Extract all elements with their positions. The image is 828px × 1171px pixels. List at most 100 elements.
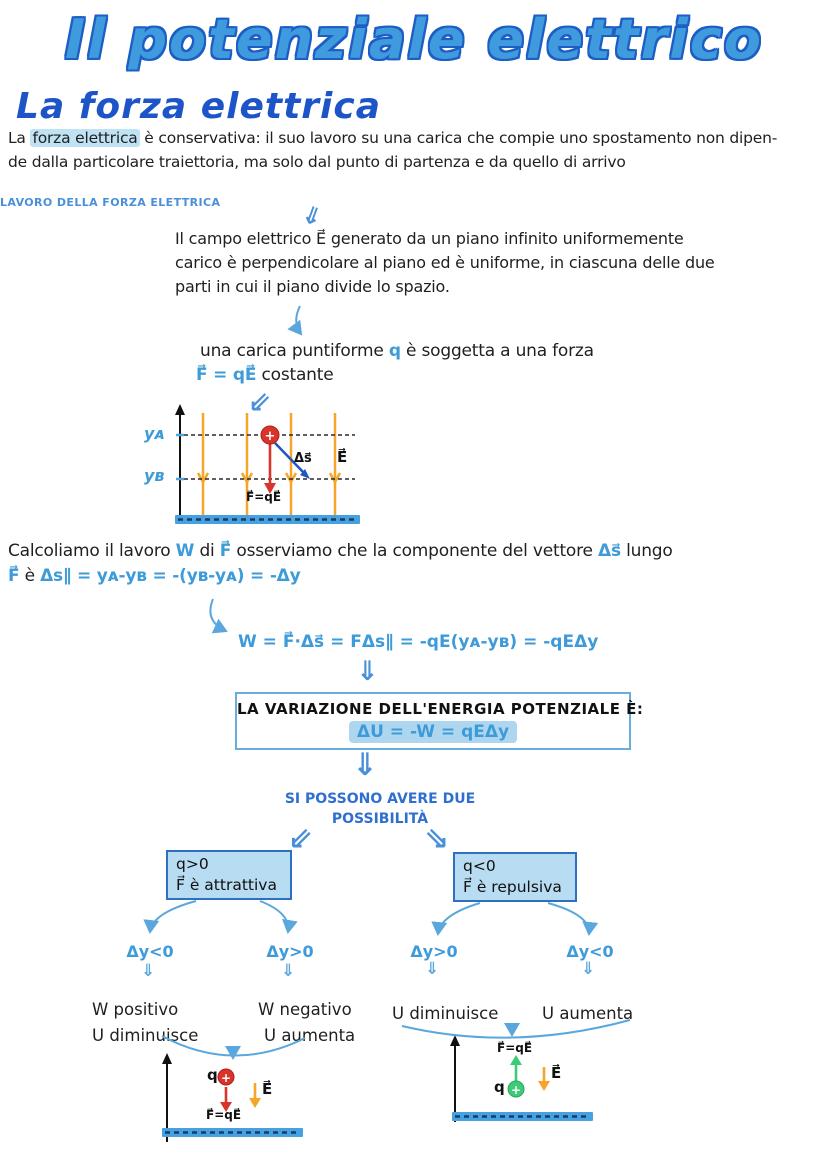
field-paragraph-line-1: Il campo elettrico E⃗ generato da un pia…	[175, 229, 684, 248]
parallel-component-formula: Δs∥ = yᴀ-yʙ = -(yʙ-yᴀ) = -Δy	[40, 566, 301, 586]
case-condition: q>0	[176, 855, 209, 873]
text-segment: Calcoliamo il lavoro	[8, 541, 176, 561]
force-formula-line: F⃗ = qE⃗ costante	[196, 365, 334, 385]
outcome-text: U aumenta	[264, 1026, 356, 1045]
displacement-arrowhead	[300, 469, 310, 479]
page-title: Il potenziale elettrico	[65, 8, 763, 71]
double-down-arrow-icon: ⇓	[352, 747, 378, 783]
force-label: F⃗=qE⃗	[206, 1108, 242, 1122]
branch-arrow-icon	[259, 900, 298, 934]
force-arrowhead	[264, 483, 276, 494]
label-field: E⃗	[337, 448, 348, 466]
possibilities-line-1: SI POSSONO AVERE DUE	[284, 791, 476, 807]
double-down-left-arrow-icon: ⇙	[288, 821, 314, 856]
plus-icon: +	[221, 1071, 231, 1085]
double-down-arrow-icon: ⇓	[356, 656, 379, 687]
field-label: E⃗	[551, 1064, 562, 1082]
field-arrowhead	[538, 1081, 550, 1091]
case-box-positive: q>0 F⃗ è attrattiva	[166, 850, 292, 900]
text-segment: una carica puntiforme	[200, 341, 389, 361]
case-description: F⃗ è repulsiva	[463, 877, 562, 896]
label-displacement: Δs⃗	[294, 451, 312, 466]
displacement-symbol: Δs⃗	[598, 541, 621, 561]
field-arrowhead	[284, 472, 298, 485]
field-diagram: +	[175, 404, 360, 524]
double-down-right-arrow-icon: ⇘	[424, 821, 450, 856]
field-arrowhead	[196, 472, 210, 485]
field-arrowhead	[249, 1098, 261, 1108]
work-symbol: W	[175, 541, 195, 561]
text-segment: è	[19, 566, 41, 586]
field-arrowhead	[328, 472, 342, 485]
case-description: F⃗ è attrattiva	[176, 875, 277, 894]
branch-label: Δy<0	[566, 942, 614, 961]
axis-arrowhead	[175, 404, 185, 415]
down-arrow-icon	[287, 305, 303, 336]
branch-label: Δy<0	[126, 942, 174, 961]
axis-arrowhead	[450, 1035, 460, 1046]
positive-charge-icon	[217, 1068, 235, 1086]
outcome-text: U diminuisce	[92, 1026, 199, 1045]
force-symbol: F⃗	[219, 541, 232, 561]
label-yb: yʙ	[144, 466, 165, 485]
charge-label: q	[494, 1078, 505, 1096]
possibilities-line-2: POSSIBILITÀ	[331, 811, 429, 827]
branch-arrow-icon	[547, 902, 599, 936]
branch-arrow-icon	[431, 902, 481, 936]
force-label: F⃗=qE⃗	[497, 1041, 533, 1055]
field-label: E⃗	[262, 1080, 273, 1098]
double-down-arrow-icon: ⇓	[281, 961, 296, 981]
outcome-text: W negativo	[258, 1000, 352, 1019]
charged-plane	[175, 515, 360, 524]
field-arrowhead	[240, 472, 254, 485]
positive-charge-icon	[260, 425, 280, 445]
highlighted-term: forza elettrica	[30, 129, 140, 147]
charge-label: q	[207, 1066, 218, 1084]
text-segment: lungo	[620, 541, 673, 561]
text-segment: è conservativa: il suo lavoro su una car…	[139, 129, 778, 147]
axis-arrowhead	[162, 1053, 172, 1064]
charge-symbol: q	[388, 341, 401, 361]
text-segment: è soggetta a una forza	[400, 341, 594, 361]
plus-icon: +	[265, 429, 276, 444]
double-down-left-arrow-icon: ⇙	[248, 385, 272, 418]
work-line-2: F⃗ è Δs∥ = yᴀ-yʙ = -(yʙ-yᴀ) = -Δy	[8, 566, 301, 586]
branch-label: Δy>0	[410, 942, 458, 961]
section-heading: La forza elettrica	[16, 86, 382, 127]
positive-charge-diagram: +	[162, 1053, 303, 1142]
branch-arrow-icon	[143, 900, 197, 934]
text-segment: costante	[256, 365, 334, 385]
outcome-text: W positivo	[92, 1000, 179, 1019]
work-line-1: Calcoliamo il lavoro W di F⃗ osserviamo …	[8, 541, 673, 561]
double-down-arrow-icon: ⇓	[297, 199, 327, 233]
displacement-arrow	[274, 442, 305, 474]
case-condition: q<0	[463, 857, 496, 875]
negative-charge-diagram: +	[450, 1035, 593, 1122]
intro-line-1: La forza elettrica è conservativa: il su…	[8, 129, 777, 147]
energy-box-heading: LA VARIAZIONE DELL'ENERGIA POTENZIALE È:	[237, 700, 644, 718]
label-ya: yᴀ	[144, 424, 165, 443]
double-down-arrow-icon: ⇓	[581, 959, 596, 979]
text-segment: di	[194, 541, 220, 561]
text-segment: osserviamo che la componente del vettore	[231, 541, 598, 561]
case-box-negative: q<0 F⃗ è repulsiva	[453, 852, 577, 902]
plus-icon: +	[511, 1083, 521, 1097]
outcome-text: U diminuisce	[392, 1004, 499, 1023]
outcome-text: U aumenta	[542, 1004, 634, 1023]
double-down-arrow-icon: ⇓	[141, 961, 156, 981]
force-formula: F⃗ = qE⃗	[196, 365, 257, 385]
label-force: F⃗=qE⃗	[246, 490, 282, 504]
force-arrowhead	[510, 1055, 522, 1065]
intro-line-2: de dalla particolare traiettoria, ma sol…	[8, 153, 626, 171]
field-paragraph-line-2: carico è perpendicolare al piano ed è un…	[175, 253, 715, 272]
charge-icon	[507, 1080, 525, 1098]
field-paragraph-line-3: parti in cui il piano divide lo spazio.	[175, 277, 450, 296]
work-formula: W = F⃗·Δs⃗ = FΔs∥ = -qE(yᴀ-yʙ) = -qEΔy	[238, 632, 599, 652]
energy-variation-box: LA VARIAZIONE DELL'ENERGIA POTENZIALE È:…	[235, 692, 644, 750]
charge-line: una carica puntiforme q è soggetta a una…	[200, 341, 594, 361]
text-segment: La	[8, 129, 31, 147]
force-arrowhead	[220, 1102, 232, 1112]
side-label: LAVORO DELLA FORZA ELETTRICA	[0, 196, 221, 209]
force-symbol: F⃗	[8, 566, 20, 586]
